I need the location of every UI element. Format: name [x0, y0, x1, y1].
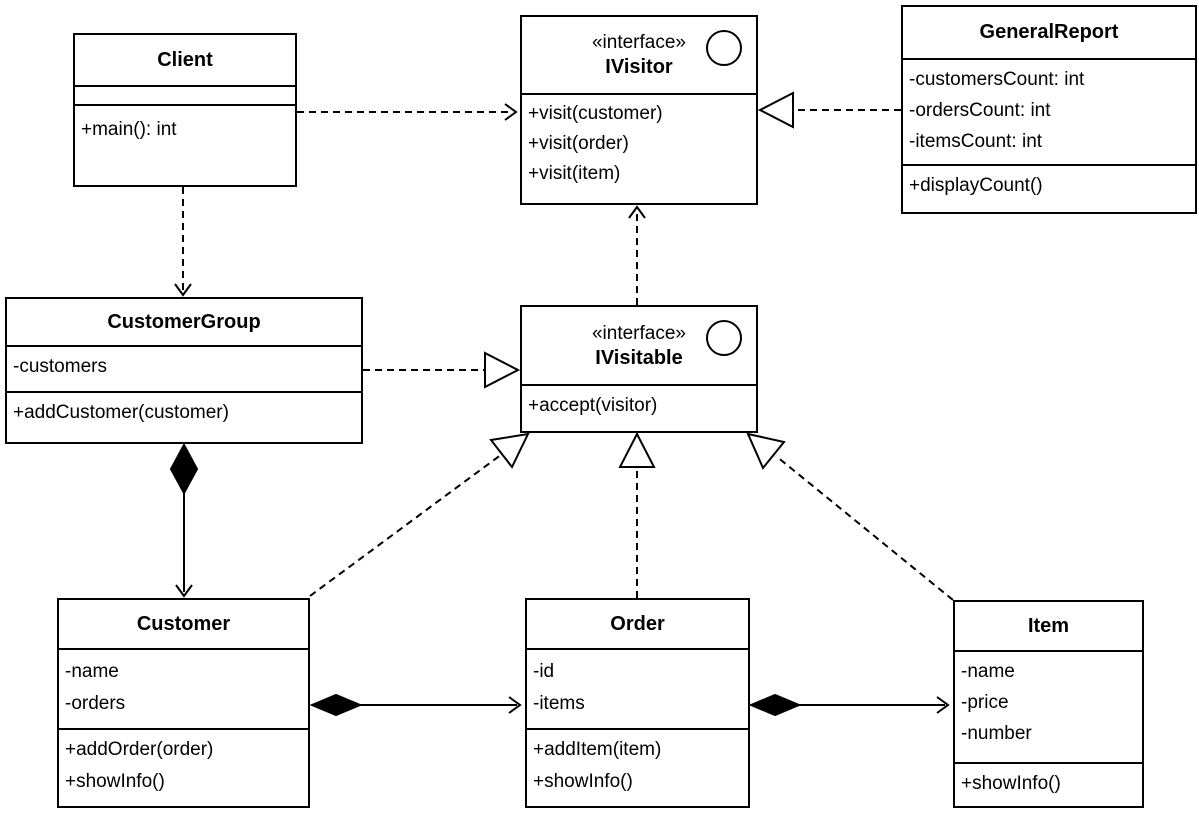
- attribute: -name: [961, 661, 1015, 682]
- attribute: -orders: [65, 693, 126, 714]
- stereotype-label: «interface»: [591, 32, 686, 53]
- class-attributes: -name -price -number: [955, 650, 1142, 762]
- class-title: Order: [610, 613, 665, 635]
- method: +visit(customer): [528, 103, 663, 124]
- stereotype-label: «interface»: [591, 322, 686, 344]
- class-methods: +addCustomer(customer): [7, 391, 361, 442]
- class-methods: +main(): int: [75, 104, 295, 185]
- class-title: Item: [1027, 614, 1070, 637]
- interface-circle-icon: [706, 320, 742, 356]
- attribute: -customers: [13, 356, 107, 377]
- realization-item-ivisitable: [746, 432, 954, 601]
- dependency-client-customergroup: [174, 187, 192, 297]
- class-title: IVisitable: [595, 346, 683, 369]
- interface-ivisitor: «interface» IVisitor +visit(customer) +v…: [520, 15, 758, 205]
- method: +showInfo(): [65, 771, 165, 792]
- class-methods: +showInfo(): [955, 762, 1142, 806]
- method: +visit(item): [528, 163, 621, 184]
- method: +addItem(item): [533, 739, 662, 760]
- interface-header: «interface» IVisitable: [522, 307, 756, 384]
- class-title: Customer: [136, 613, 231, 635]
- method: +accept(visitor): [528, 395, 658, 416]
- class-methods: +addOrder(order) +showInfo(): [59, 728, 308, 806]
- interface-circle-icon: [706, 30, 742, 66]
- realization-generalreport-ivisitor: [757, 91, 901, 129]
- class-order: Order -id -items +addItem(item) +showInf…: [525, 598, 750, 808]
- class-attributes: -customers: [7, 345, 361, 391]
- class-attributes: -name -orders: [59, 648, 308, 728]
- class-attributes: -customersCount: int -ordersCount: int -…: [903, 58, 1195, 164]
- class-client: Client +main(): int: [73, 33, 297, 187]
- method: +addCustomer(customer): [13, 402, 229, 423]
- composition-customergroup-customer: [169, 442, 199, 598]
- class-item: Item -name -price -number +showInfo(): [953, 600, 1144, 808]
- interface-header: «interface» IVisitor: [522, 17, 756, 93]
- attribute: -id: [533, 661, 555, 682]
- attribute: -ordersCount: int: [909, 100, 1051, 121]
- realization-customer-ivisitable: [309, 432, 530, 597]
- dependency-client-ivisitor: [297, 103, 518, 121]
- method: +visit(order): [528, 133, 629, 154]
- class-title: CustomerGroup: [107, 310, 261, 333]
- interface-ivisitable: «interface» IVisitable +accept(visitor): [520, 305, 758, 433]
- attribute: -itemsCount: int: [909, 131, 1043, 152]
- class-title: IVisitor: [605, 56, 673, 78]
- class-customer: Customer -name -orders +addOrder(order) …: [57, 598, 310, 808]
- composition-customer-order: [309, 693, 522, 717]
- composition-order-item: [748, 693, 950, 717]
- realization-order-ivisitable: [618, 431, 656, 598]
- dependency-ivisitable-ivisitor: [628, 205, 646, 305]
- method: +main(): int: [81, 119, 177, 140]
- class-generalreport: GeneralReport -customersCount: int -orde…: [901, 5, 1197, 214]
- attribute: -items: [533, 693, 585, 714]
- attribute: -customersCount: int: [909, 69, 1085, 90]
- method: +showInfo(): [533, 771, 633, 792]
- class-attributes: -id -items: [527, 648, 748, 728]
- class-methods: +addItem(item) +showInfo(): [527, 728, 748, 806]
- class-customergroup: CustomerGroup -customers +addCustomer(cu…: [5, 297, 363, 444]
- attribute: -price: [961, 692, 1009, 713]
- method: +displayCount(): [909, 175, 1043, 196]
- attribute: -name: [65, 661, 119, 682]
- class-methods: +displayCount(): [903, 164, 1195, 212]
- class-attributes: [75, 85, 295, 104]
- class-title: GeneralReport: [979, 21, 1119, 43]
- class-methods: +accept(visitor): [522, 384, 756, 431]
- realization-customergroup-ivisitable: [363, 351, 521, 389]
- attribute: -number: [961, 723, 1032, 744]
- method: +addOrder(order): [65, 739, 214, 760]
- class-methods: +visit(customer) +visit(order) +visit(it…: [522, 93, 756, 203]
- method: +showInfo(): [961, 773, 1061, 794]
- class-title: Client: [157, 48, 213, 71]
